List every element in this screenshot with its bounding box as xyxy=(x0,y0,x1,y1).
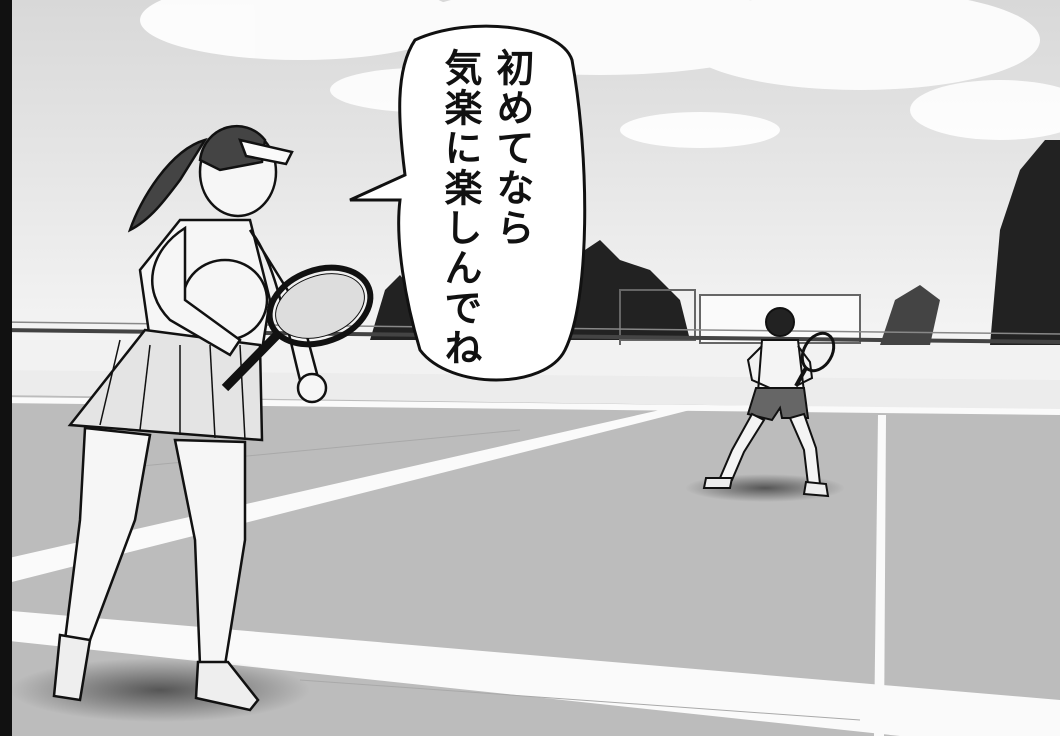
boy-player xyxy=(702,307,836,498)
speech-bubble xyxy=(349,24,587,382)
woman-player xyxy=(52,124,374,712)
speech-bubble-text: 初めてなら 気楽に楽しんでね xyxy=(428,48,538,368)
speech-line-1: 初めてなら xyxy=(490,48,534,248)
speech-line-2: 気楽に楽しんでね xyxy=(438,48,482,368)
